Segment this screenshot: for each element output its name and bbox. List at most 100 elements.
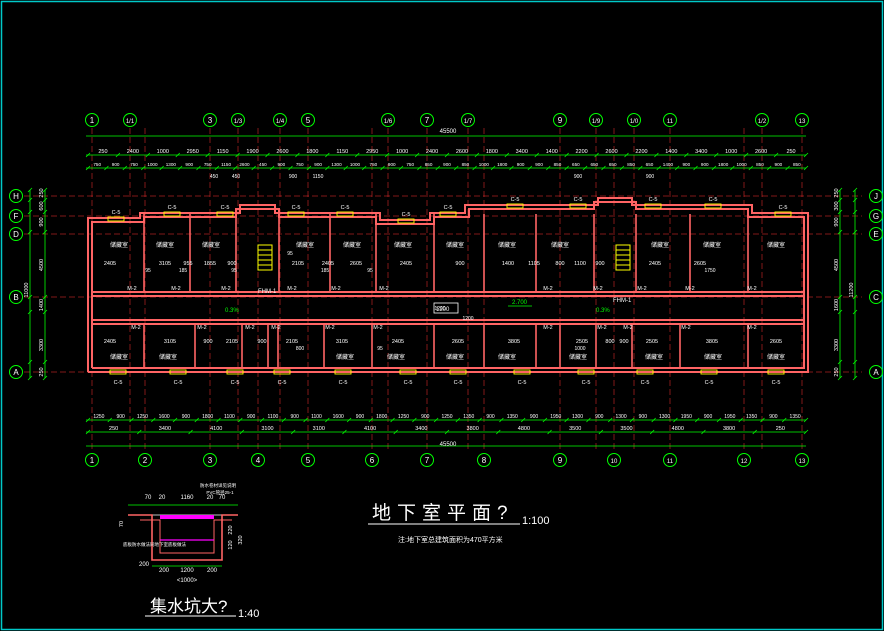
dim-bottom-row1-tick: [716, 417, 722, 423]
dim-top-row2-tick: [730, 165, 735, 171]
dim-top-row2-tick: [177, 165, 183, 171]
dim-right-tick: [837, 187, 843, 193]
dim-bottom-row1-text: 1950: [550, 414, 561, 420]
dim-right-text: 300: [834, 201, 840, 210]
room-dim-top: 1100: [574, 261, 586, 267]
dim-top-row2-tick: [509, 165, 514, 171]
grid-bubble-right-label: J: [874, 192, 878, 201]
dim-bottom-row2-tick: [649, 429, 655, 435]
grid-bubble-bottom: [477, 453, 491, 467]
window-label-top: C-5: [709, 197, 718, 203]
dim-top-row1-text: 2400: [426, 149, 438, 155]
dim-top-row2-text: 900: [701, 162, 709, 167]
dim-bottom-row1-text: 1300: [659, 414, 670, 420]
dim-left-tick: [27, 209, 33, 215]
dim-top-row1-tick: [684, 152, 689, 158]
dim-bottom-row1-tick: [520, 417, 526, 423]
grid-bubble-right: [869, 290, 883, 304]
dim-bottom-row1-tick: [412, 417, 417, 423]
grid-bubble-bottom: [737, 453, 751, 467]
dim-bottom-row2-text: 3100: [261, 426, 273, 432]
dim-top-row2-tick: [527, 165, 533, 171]
room-dim-top: 3105: [159, 261, 171, 267]
dim-top-small-text: 900: [289, 174, 298, 180]
dim-bottom-row1-text: 1950: [681, 414, 692, 420]
dim-top-row1-text: 2600: [605, 149, 617, 155]
pit-dim-text: 1160: [181, 495, 195, 501]
fhm-label-left: FHM-1: [258, 289, 277, 295]
grid-bubble-left: [9, 365, 23, 379]
dim-top-row2-tick: [803, 165, 809, 171]
wall-dim: 1200: [434, 306, 445, 312]
window-bottom: [273, 369, 291, 375]
window-bottom: [169, 369, 187, 375]
dim-top-row2-tick: [453, 165, 459, 171]
dim-bottom-row2-tick: [598, 429, 604, 435]
window-bottom: [334, 369, 352, 375]
window-label-bottom: C-5: [582, 380, 591, 386]
room-label-bottom: 储藏室: [110, 353, 128, 361]
dim-top-row1-text: 1000: [725, 149, 737, 155]
dim-bottom-row2-text: 3400: [415, 426, 427, 432]
dim-top-row1-text: 1000: [157, 149, 169, 155]
dim-left-text: 11000: [24, 283, 30, 298]
dim-bottom-row1-text: 1950: [724, 414, 735, 420]
dim-top-row1-text: 250: [786, 149, 795, 155]
door-label-top: M-2: [593, 286, 602, 292]
dim-right-text: 11200: [849, 283, 855, 298]
dim-right-tick: [852, 229, 858, 235]
dim-top-row2-text: 1000: [479, 162, 490, 167]
wall-dim: 1200: [462, 316, 473, 322]
dim-bottom-row1-tick: [259, 417, 265, 423]
grid-bubble-bottom-label: 4: [256, 456, 261, 465]
grid-bubble-bottom: [85, 453, 99, 467]
plan-note: 注:地下室总建筑面积为470平方米: [398, 535, 503, 544]
room-partitions: [143, 214, 749, 368]
dim-top-row2-text: 1000: [147, 162, 158, 167]
window-bottom: [700, 369, 718, 375]
grid-bubble-right: [869, 365, 883, 379]
grid-bubble-top: [663, 113, 677, 127]
pit-dim-text: 200: [159, 568, 170, 574]
grid-bubble-top-label: 1/1: [126, 119, 135, 125]
dim-top-row2-tick: [343, 165, 349, 171]
window-label-top: C-5: [402, 212, 411, 218]
dim-bottom-row1-tick: [542, 417, 548, 423]
dim-left-tick: [42, 359, 48, 365]
dim-right-tick: [852, 187, 858, 193]
dim-left-tick: [27, 229, 33, 235]
dim-top-row1-tick: [265, 152, 270, 158]
grid-bubble-top: [795, 113, 809, 127]
window-label-top: C-5: [779, 205, 788, 211]
dim-top-row2-text: 750: [296, 162, 304, 167]
dim-top-row1-tick: [235, 152, 240, 158]
dim-top-row2-tick: [693, 165, 698, 171]
dim-bottom-row2-tick: [342, 429, 347, 435]
window-label-top: C-5: [292, 205, 301, 211]
grid-bubble-top-label: 11: [667, 119, 674, 125]
door-label-top: M-2: [543, 286, 552, 292]
dim-top-row1-tick: [384, 152, 390, 158]
dim-top-row2-tick: [490, 165, 496, 171]
dim-top-row2-tick: [582, 165, 588, 171]
dim-top-row1-text: 3400: [516, 149, 528, 155]
room-label-bottom: 储藏室: [387, 353, 405, 361]
dim-bottom-row1-text: 900: [182, 414, 191, 420]
grid-bubble-top-label: 9: [558, 116, 563, 125]
window-bottom: [513, 369, 531, 375]
room-dim-bottom: 2505: [576, 339, 588, 345]
grid-bubble-top: [301, 113, 315, 127]
grid-bubble-right-label: A: [873, 368, 879, 377]
door-label-bottom: M-2: [245, 325, 254, 331]
grid-bubble-bottom: [663, 453, 677, 467]
door-label-bottom: M-2: [623, 325, 632, 331]
door-label-bottom: M-2: [271, 325, 280, 331]
dim-right-text: 250: [834, 367, 840, 376]
wall-dim: 95: [231, 268, 237, 274]
door-label-bottom: M-2: [131, 325, 140, 331]
pit-dim-text: <1000>: [177, 578, 198, 584]
dim-bottom-row2-tick: [803, 429, 809, 435]
